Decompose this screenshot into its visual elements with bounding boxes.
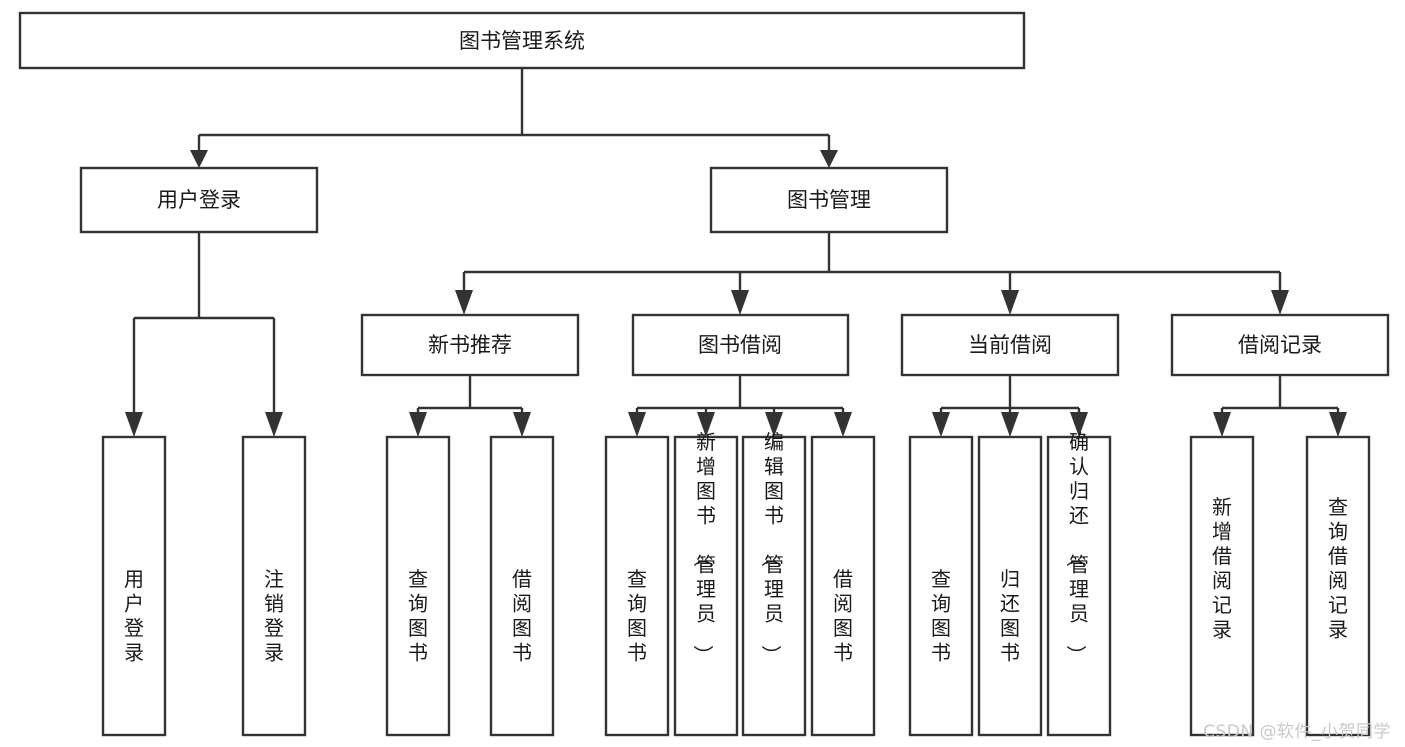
arrow-current-borrow-leaf-1 <box>932 412 950 437</box>
arrow-user-login-leaf-2 <box>265 412 283 437</box>
arrow-new-book-leaf-1 <box>409 412 427 437</box>
leaf-cb-return-book-box[interactable] <box>977 435 1043 737</box>
leaf-bb-add-book-label: 新增图书（管理员） <box>691 430 716 665</box>
leaf-br-query-record-label: 查询借阅记录 <box>1328 495 1348 642</box>
connector-layer <box>125 68 1347 437</box>
arrow-current-borrow-leaf-2 <box>1001 412 1019 437</box>
leaf-user-login-label: 用户登录 <box>124 567 144 665</box>
node-new-book-recommend[interactable]: 新书推荐 <box>360 313 580 377</box>
leaf-logout-box[interactable] <box>241 435 307 737</box>
node-root-label: 图书管理系统 <box>459 29 585 53</box>
leaf-node[interactable]: 新增图书（管理员） <box>673 430 739 737</box>
node-borrow-record-label: 借阅记录 <box>1238 333 1322 357</box>
leaf-br-add-record-label: 新增借阅记录 <box>1212 495 1232 642</box>
leaf-user-login-box[interactable] <box>101 435 167 737</box>
leaf-logout-label: 注销登录 <box>264 567 284 665</box>
leaf-node[interactable]: 查询借阅记录 <box>1305 435 1371 737</box>
arrow-current-borrow-leaf-3 <box>1070 412 1088 437</box>
leaf-br-add-record-box[interactable] <box>1189 435 1255 737</box>
leaf-cb-query-book-box[interactable] <box>908 435 974 737</box>
node-current-borrow[interactable]: 当前借阅 <box>900 313 1120 377</box>
leaf-cb-confirm-return-label: 确认归还（管理员） <box>1064 430 1089 665</box>
node-user-login-label: 用户登录 <box>157 188 241 212</box>
leaf-node[interactable]: 确认归还（管理员） <box>1046 430 1112 737</box>
node-new-book-recommend-label: 新书推荐 <box>428 333 512 357</box>
leaf-br-query-record-box[interactable] <box>1305 435 1371 737</box>
arrow-book-borrow-leaf-1 <box>628 412 646 437</box>
node-book-borrow-label: 图书借阅 <box>698 333 782 357</box>
leaf-bb-query-book-box[interactable] <box>604 435 670 737</box>
leaf-node[interactable]: 借阅图书 <box>810 435 876 737</box>
leaf-node[interactable]: 查询图书 <box>908 435 974 737</box>
arrow-to-new-book <box>455 290 473 315</box>
arrow-borrow-record-leaf-2 <box>1329 412 1347 437</box>
arrow-to-borrow-record <box>1271 290 1289 315</box>
leaf-node[interactable]: 新增借阅记录 <box>1189 435 1255 737</box>
arrow-borrow-record-leaf-1 <box>1213 412 1231 437</box>
arrow-book-borrow-leaf-2 <box>697 412 715 437</box>
arrow-user-login-leaf-1 <box>125 412 143 437</box>
node-current-borrow-label: 当前借阅 <box>968 333 1052 357</box>
leaf-node[interactable]: 注销登录 <box>241 435 307 737</box>
leaf-nb-borrow-book-box[interactable] <box>489 435 555 737</box>
arrow-to-user-login <box>190 150 208 168</box>
leaf-bb-borrow-book-box[interactable] <box>810 435 876 737</box>
leaf-bb-edit-book-label: 编辑图书（管理员） <box>759 430 784 665</box>
csdn-watermark: CSDN @软件_小贺同学 <box>1203 722 1391 742</box>
node-book-management[interactable]: 图书管理 <box>709 166 949 234</box>
node-borrow-record-box[interactable] <box>1170 313 1390 377</box>
leaf-bb-query-book-label: 查询图书 <box>627 567 647 665</box>
node-root-book-management-system[interactable]: 图书管理系统 <box>18 11 1026 70</box>
node-current-borrow-box[interactable] <box>900 313 1120 377</box>
leaf-cb-return-book-label: 归还图书 <box>1000 567 1020 665</box>
arrow-to-book-mgmt <box>820 150 838 168</box>
leaf-cb-query-book-label: 查询图书 <box>931 567 951 665</box>
leaf-node[interactable]: 借阅图书 <box>489 435 555 737</box>
leaf-nb-query-book-box[interactable] <box>385 435 451 737</box>
leaf-nb-query-book-label: 查询图书 <box>408 567 428 665</box>
node-user-login[interactable]: 用户登录 <box>79 166 319 234</box>
arrow-book-borrow-leaf-4 <box>834 412 852 437</box>
node-book-management-label: 图书管理 <box>787 188 871 212</box>
arrow-to-book-borrow <box>731 290 749 315</box>
leaf-node[interactable]: 查询图书 <box>385 435 451 737</box>
node-borrow-record[interactable]: 借阅记录 <box>1170 313 1390 377</box>
leaf-cb-confirm-return-box[interactable] <box>1046 435 1112 737</box>
leaf-node[interactable]: 用户登录 <box>101 435 167 737</box>
node-book-management-box[interactable] <box>709 166 949 234</box>
node-new-book-recommend-box[interactable] <box>360 313 580 377</box>
leaf-bb-edit-book-box[interactable] <box>741 435 807 737</box>
arrow-book-borrow-leaf-3 <box>765 412 783 437</box>
leaf-bb-add-book-box[interactable] <box>673 435 739 737</box>
node-user-login-box[interactable] <box>79 166 319 234</box>
node-root-box[interactable] <box>18 11 1026 70</box>
node-book-borrow[interactable]: 图书借阅 <box>631 313 850 377</box>
arrow-new-book-leaf-2 <box>513 412 531 437</box>
leaf-node[interactable]: 归还图书 <box>977 435 1043 737</box>
leaf-node[interactable]: 查询图书 <box>604 435 670 737</box>
leaf-nb-borrow-book-label: 借阅图书 <box>512 567 532 665</box>
leaf-node[interactable]: 编辑图书（管理员） <box>741 430 807 737</box>
node-book-borrow-box[interactable] <box>631 313 850 377</box>
arrow-to-current-borrow <box>1001 290 1019 315</box>
leaf-bb-borrow-book-label: 借阅图书 <box>833 567 853 665</box>
